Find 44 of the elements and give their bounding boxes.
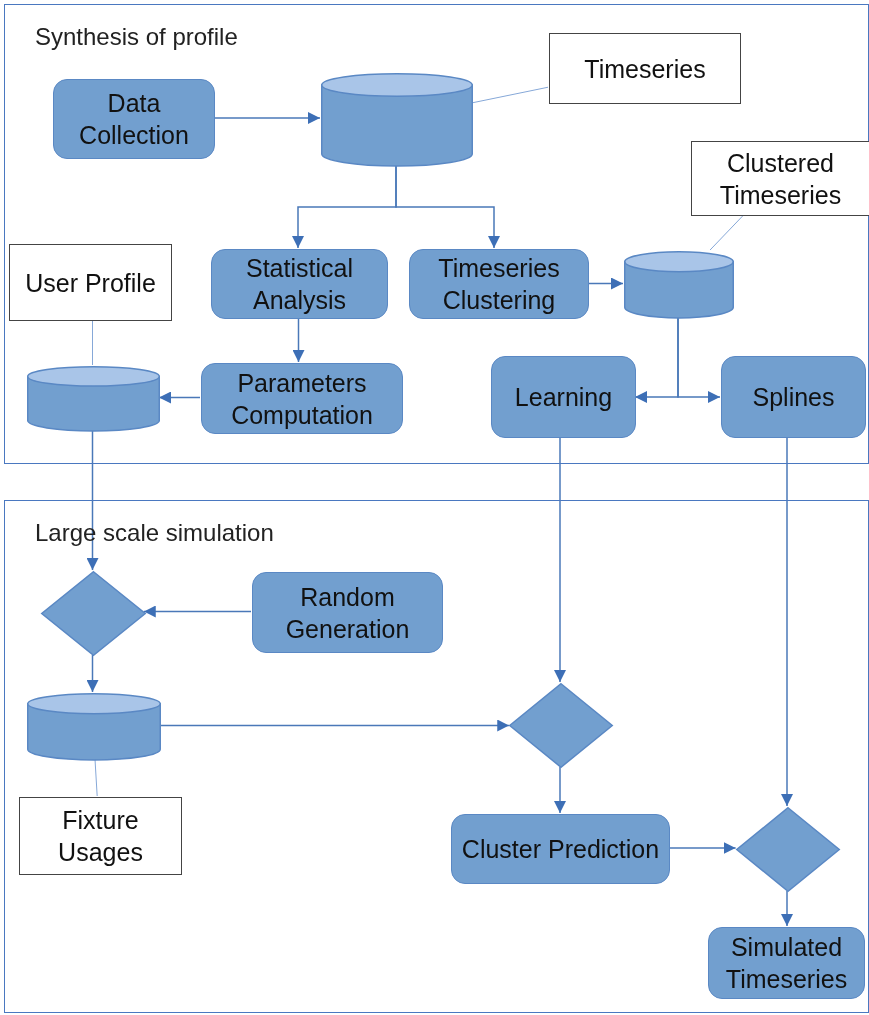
arrow [159,719,510,732]
node-label: Statistical Analysis [245,253,354,316]
node-label: Fixture Usages [57,805,144,868]
annotation-box [691,141,869,216]
process-box [211,249,388,319]
annotation-box [9,244,172,321]
node-label: Learning [513,382,614,413]
arrow [781,436,793,807]
node-label: Cluster Prediction [460,834,661,865]
leader-line [92,319,93,366]
node-label: Simulated Timeseries [724,932,849,995]
arrow [668,842,737,854]
node-label: Parameters Computation [230,367,374,431]
arrow [587,277,624,290]
arrow [213,112,321,124]
annotation-box [19,797,182,875]
leader-line [471,86,549,104]
section-panel [4,4,869,464]
arrow [86,654,99,693]
process-box [451,814,670,884]
leader-line [709,214,745,251]
process-box [252,572,443,653]
node-label: Timeseries [583,53,707,85]
node-label: Timeseries Clustering [437,253,561,316]
node-label: User Profile [24,267,157,299]
arrow [781,890,793,927]
arrow [554,436,566,683]
process-box [53,79,215,159]
section-panel [4,500,869,1013]
arrow [158,391,201,404]
annotation-box [549,33,741,104]
arrow [292,317,305,363]
process-box [721,356,866,438]
node-label: Random Generation [284,581,411,645]
process-box [201,363,403,434]
arrow [143,605,252,618]
section-heading: Synthesis of profile [35,23,238,51]
node-label: Clustered Timeseries [718,147,843,211]
process-box [708,927,865,999]
node-label: Splines [751,382,836,413]
arrow [554,766,566,814]
process-box [491,356,636,438]
node-label: Data Collection [78,88,190,151]
process-box [409,249,589,319]
